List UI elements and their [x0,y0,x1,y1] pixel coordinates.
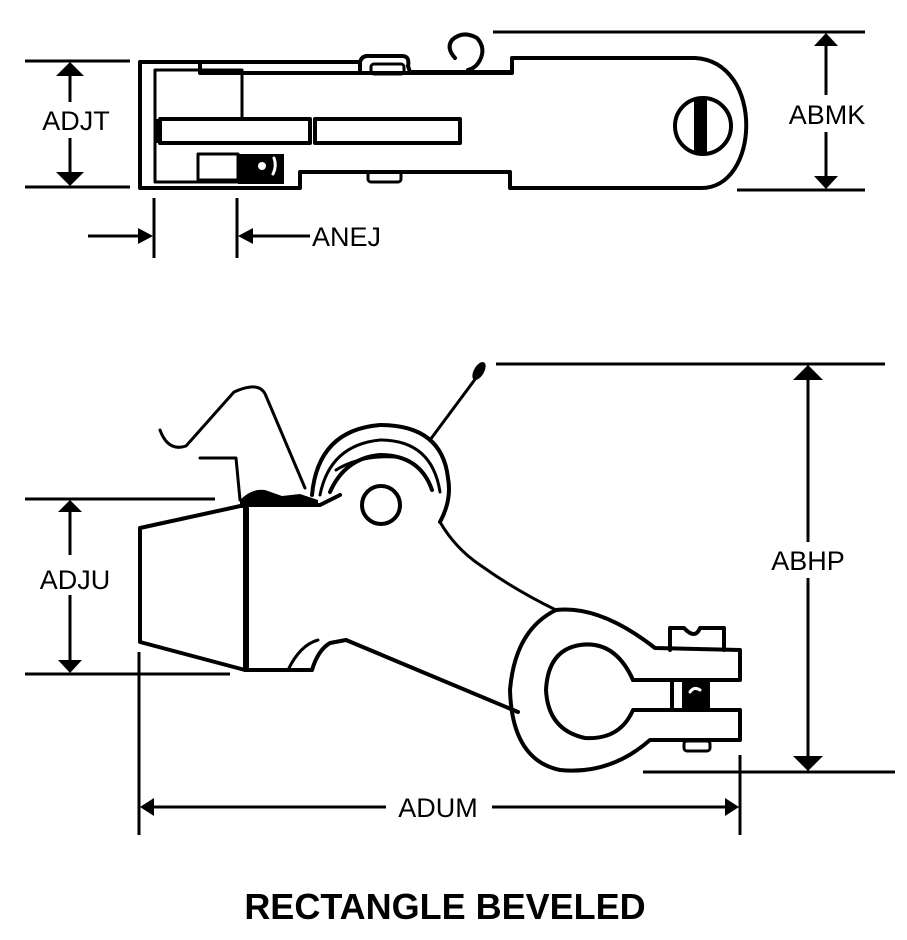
dimension-label-adjt: ADJT [42,106,110,136]
dimension-abhp: ABHP [496,362,895,774]
eye-screw [673,96,733,156]
dimension-label-abmk: ABMK [789,100,866,130]
arm-top-edge [243,493,342,507]
dimension-label-abhp: ABHP [771,546,845,576]
lever-tip [472,361,486,381]
pivot-hole [360,484,402,526]
top-view-top-edge [140,53,514,74]
roller-outer [310,423,451,524]
dimension-label-adju: ADJU [40,565,111,595]
clevis-eye-inner [544,642,674,741]
lever-arm [428,376,478,442]
dimension-abmk: ABMK [493,30,866,192]
bottom-lug [366,170,403,184]
beveled-front [138,503,247,672]
dimension-label-anej: ANEJ [312,222,381,252]
top-view [138,32,749,191]
dimension-label-adum: ADUM [398,793,478,823]
top-view-body-outline [138,56,749,191]
wire-spring [158,385,307,490]
drawing-title: RECTANGLE BEVELED [244,886,645,927]
clevis-bolt [682,682,710,710]
top-lug [369,62,406,76]
long-bar-left [158,117,312,145]
clevis-nut-top [668,626,726,652]
dimension-adjt: ADJT [25,59,130,189]
clevis-nut-bottom [682,739,712,753]
side-view [138,361,742,773]
spring-ring [447,32,485,72]
latch [198,456,242,502]
arm-right-edge [438,520,558,612]
dimension-adum: ADUM [137,652,742,835]
top-view-inner-frame [153,68,244,184]
pin [258,162,266,170]
screw-slot [694,99,707,153]
dimension-adju: ADJU [25,497,230,676]
clevis-eye-outer [508,607,742,773]
slide-block [196,152,240,182]
roller-groove [318,438,442,497]
arm-bottom-edge [243,638,520,714]
dimension-anej: ANEJ [88,198,381,258]
long-bar-right [313,117,462,145]
